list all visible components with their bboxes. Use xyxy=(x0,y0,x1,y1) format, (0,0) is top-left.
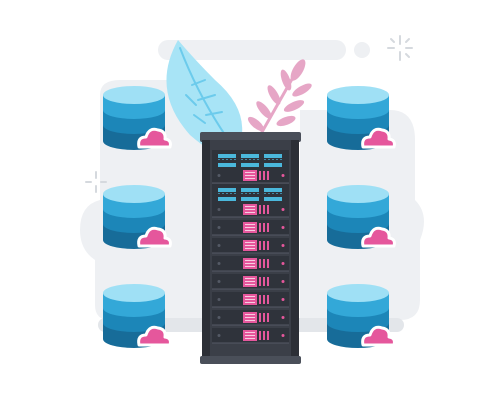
cloud-icon xyxy=(361,127,396,149)
cloud-icon xyxy=(361,325,396,347)
rack-unit xyxy=(212,220,289,236)
rack-top-cap xyxy=(200,132,301,142)
sparkle-icon xyxy=(387,35,413,61)
cloud-icon xyxy=(137,127,172,149)
rack-unit xyxy=(212,274,289,290)
cloud-icon xyxy=(137,325,172,347)
rack-base xyxy=(200,356,301,364)
rack-unit xyxy=(212,328,289,344)
background-dot xyxy=(354,42,370,58)
server-rack-icon xyxy=(200,132,301,364)
cloud-icon xyxy=(361,226,396,248)
rack-unit xyxy=(212,292,289,308)
rack-unit xyxy=(212,310,289,326)
rack-unit xyxy=(212,238,289,254)
sparkle-icon xyxy=(85,171,107,193)
cloud-icon xyxy=(137,226,172,248)
database-icon xyxy=(327,284,389,348)
leaf-icon xyxy=(166,40,243,156)
background-blob-top xyxy=(158,40,346,60)
database-group xyxy=(103,86,396,348)
rack-side-left xyxy=(202,140,210,358)
rack-unit xyxy=(212,202,289,218)
database-icon xyxy=(327,86,389,150)
rack-side-right xyxy=(291,140,299,358)
rack-unit xyxy=(212,256,289,272)
rack-units xyxy=(212,150,289,344)
leaf-icon xyxy=(247,59,312,134)
rack-unit xyxy=(212,168,289,184)
